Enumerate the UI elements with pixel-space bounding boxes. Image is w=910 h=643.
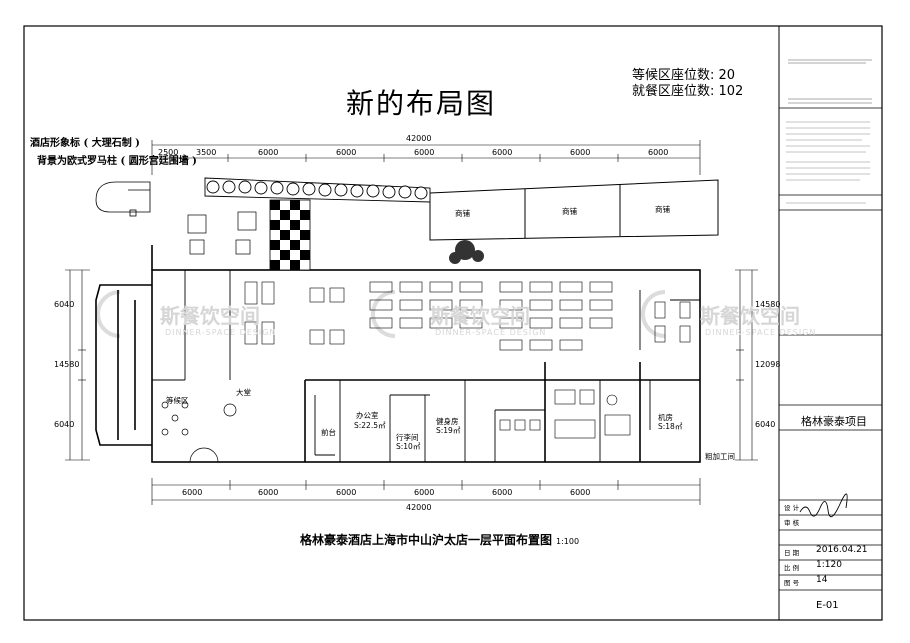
waiting-tables (161, 401, 237, 436)
dim-bottom-5: 6000 (570, 488, 591, 497)
field-date: 日 期 (784, 549, 800, 557)
watermark-1: 斯餐饮空间 (160, 304, 260, 328)
caption-text: 格林豪泰酒店上海市中山沪太店一层平面布置图 (300, 533, 553, 547)
dim-right-1: 12098 (755, 360, 781, 369)
room-machine: 机房 (658, 413, 673, 422)
dim-left-1: 14580 (54, 360, 80, 369)
dim-top-4: 6000 (414, 148, 435, 157)
dim-bottom-2: 6000 (336, 488, 357, 497)
title-block-grid (779, 107, 882, 591)
dim-right-2: 6040 (755, 420, 776, 429)
interior-partitions (152, 270, 701, 462)
dim-left-2: 6040 (54, 420, 75, 429)
watermark-2: 斯餐饮空间 (430, 304, 530, 328)
date-value: 2016.04.21 (816, 545, 868, 555)
room-shop-1: 商铺 (455, 209, 470, 218)
watermark-logos (96, 290, 666, 338)
room-processing: 粗加工间 (705, 452, 735, 461)
watermark-3: 斯餐饮空间 (700, 304, 800, 328)
dim-left-0: 6040 (54, 300, 75, 309)
field-scale: 比 例 (784, 564, 800, 572)
plan-title: 新的布局图 (346, 87, 497, 120)
room-front-desk: 前台 (321, 428, 336, 437)
entrance-doors (189, 447, 219, 463)
dim-top-6: 6000 (570, 148, 591, 157)
dim-bottom-total: 42000 (406, 503, 432, 512)
dim-top-2: 6000 (258, 148, 279, 157)
caption-scale: 1:100 (556, 537, 580, 546)
field-check: 审 核 (784, 519, 800, 527)
outdoor-seating (187, 211, 257, 255)
dim-top-7: 6000 (648, 148, 669, 157)
dim-bottom-0: 6000 (182, 488, 203, 497)
room-gym: 健身房 (436, 417, 459, 426)
room-waiting: 等候区 (166, 396, 189, 405)
dimension-lines (65, 140, 758, 505)
roman-columns (204, 177, 431, 203)
watermark-sub-1: DINNER-SPACE DESIGN (165, 328, 277, 337)
room-luggage-area: S:10㎡ (396, 442, 421, 451)
watermark-sub-2: DINNER-SPACE DESIGN (435, 328, 547, 337)
shop-strip (429, 179, 719, 241)
dim-bottom-4: 6000 (492, 488, 513, 497)
dim-right-0: 14580 (755, 300, 781, 309)
dim-top-1: 3500 (196, 148, 217, 157)
watermark-sub-3: DINNER-SPACE DESIGN (705, 328, 817, 337)
dim-top-total: 42000 (406, 134, 432, 143)
seats-dining: 就餐区座位数: 102 (632, 84, 744, 99)
plants (449, 240, 484, 264)
project-name: 格林豪泰项目 (801, 415, 867, 428)
seats-waiting: 等候区座位数: 20 (632, 68, 736, 83)
field-draw: 设 计 (784, 504, 800, 512)
kitchen-equipment (499, 389, 631, 439)
room-shop-3: 商铺 (655, 205, 670, 214)
room-office: 办公室 (356, 411, 379, 420)
checker-floor (269, 199, 311, 271)
room-machine-area: S:18㎡ (658, 422, 683, 431)
note-background: 背景为欧式罗马柱 ( 圆形宫廷围墙 ) (37, 156, 197, 167)
dim-top-5: 6000 (492, 148, 513, 157)
dining-tables (244, 281, 691, 351)
room-gym-area: S:19㎡ (436, 426, 461, 435)
dim-top-3: 6000 (336, 148, 357, 157)
dim-bottom-3: 6000 (414, 488, 435, 497)
room-luggage: 行李间 (396, 433, 419, 442)
note-landmark: 酒店形象标 ( 大理石制 ) (30, 138, 140, 149)
room-shop-2: 商铺 (562, 207, 577, 216)
room-lobby: 大堂 (236, 388, 251, 397)
landmark-sign (95, 181, 151, 217)
field-no: 图 号 (784, 579, 800, 587)
dim-bottom-1: 6000 (258, 488, 279, 497)
building-walls (95, 245, 701, 463)
scale-value: 1:120 (816, 560, 842, 570)
room-office-area: S:22.5㎡ (354, 421, 386, 430)
dim-top-0: 2500 (158, 148, 179, 157)
sheet-number: E-01 (816, 600, 839, 611)
page-value: 14 (816, 575, 828, 585)
